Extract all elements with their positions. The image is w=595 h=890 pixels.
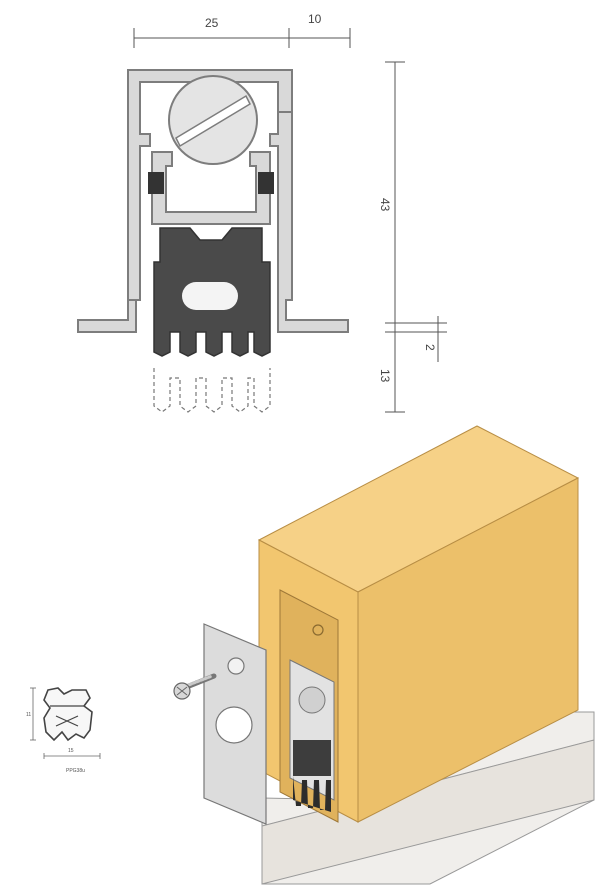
end-plate-small-hole	[227, 657, 245, 675]
inset-profile-detail	[50, 705, 84, 727]
extended-seal-outline	[153, 368, 271, 413]
isometric-view	[173, 425, 595, 885]
inset-height-label: 11	[26, 712, 31, 718]
inset-seal-profile-icon	[43, 687, 93, 742]
inset-width-label: 15	[68, 748, 74, 754]
cross-section-view: 25 10 43 13 2	[77, 12, 447, 413]
aluminium-housing-right	[269, 111, 349, 333]
inset-profile: 11 15 PPG38u	[26, 687, 101, 774]
end-plate-large-hole	[215, 706, 253, 744]
door-screw-hole	[312, 624, 324, 636]
top-dimension	[133, 28, 351, 48]
door-side	[357, 477, 579, 823]
dim-width-main: 25	[205, 16, 219, 30]
dim-drop: 13	[378, 369, 392, 383]
seal-hollow	[182, 282, 238, 310]
dim-height-total: 43	[378, 198, 392, 212]
screw-icon	[173, 673, 217, 700]
dim-gap: 2	[423, 344, 437, 351]
inset-caption: PPG38u	[66, 768, 85, 774]
left-clip	[148, 172, 164, 194]
mounted-seal	[289, 659, 335, 812]
aluminium-housing-left-lip	[77, 299, 137, 333]
right-clip	[258, 172, 274, 194]
dim-width-side: 10	[308, 12, 322, 26]
right-dimension	[385, 61, 447, 413]
floor-front	[261, 739, 595, 885]
adjusting-screw-section	[168, 75, 258, 165]
inner-carrier	[151, 151, 271, 225]
